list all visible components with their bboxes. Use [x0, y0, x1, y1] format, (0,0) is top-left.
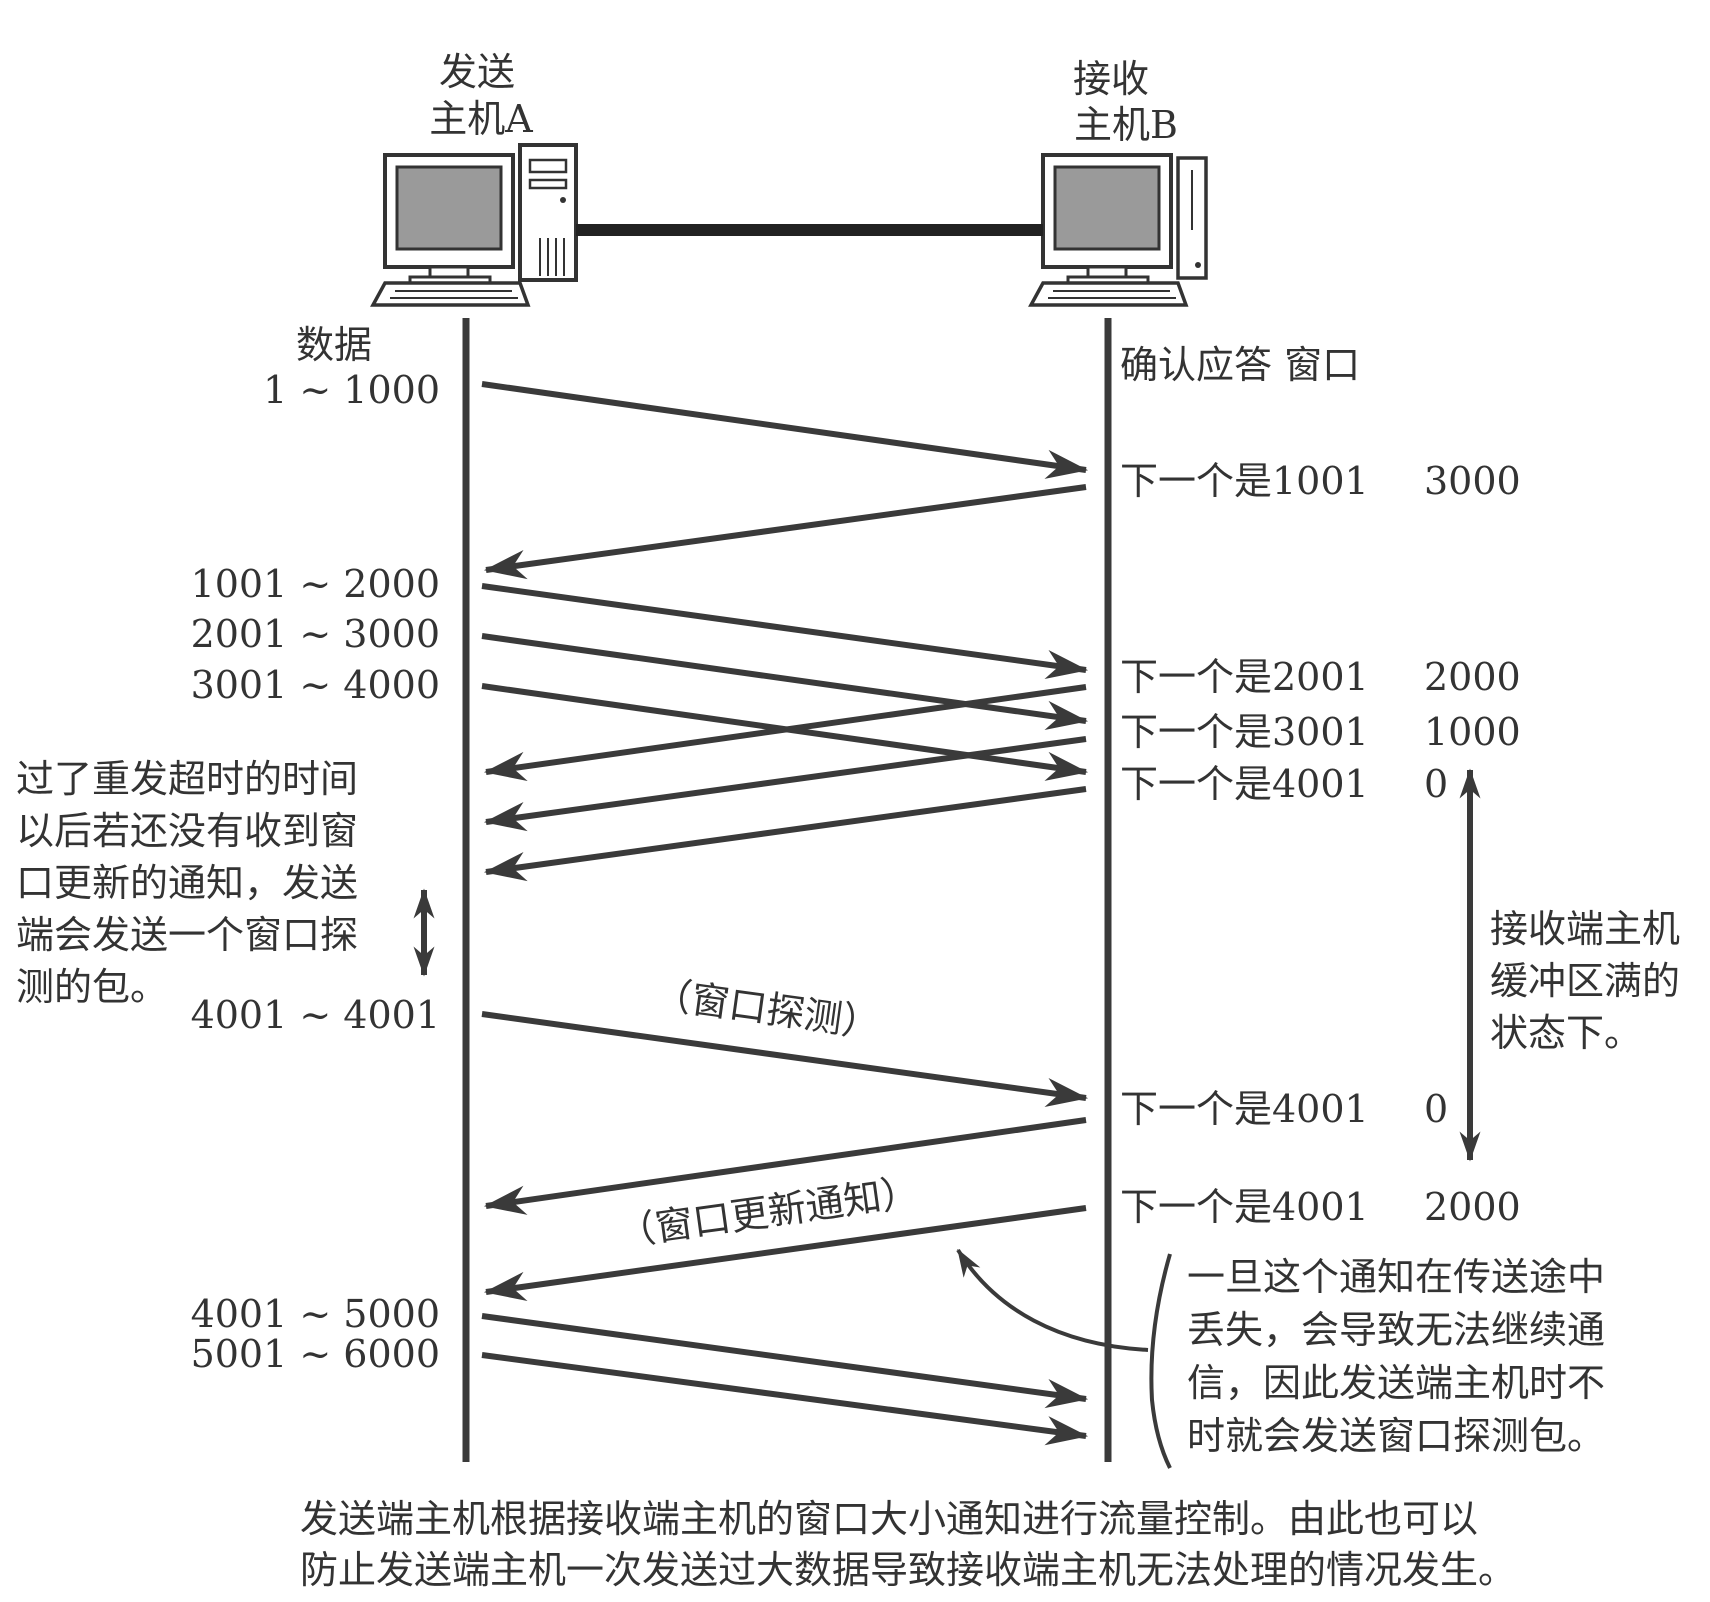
ack-label: 下一个是2001 [1120, 655, 1369, 699]
sender-computer-icon [370, 143, 578, 307]
data-arrow [481, 633, 1089, 730]
window-size-label: 3000 [1424, 459, 1521, 503]
receiver-label-line2: 主机B [1074, 103, 1178, 147]
ack-label: 下一个是4001 [1120, 762, 1369, 806]
ack-label: 下一个是1001 [1120, 459, 1369, 503]
ack-arrow [483, 786, 1087, 882]
note-line: 信，因此发送端主机时不 [1187, 1361, 1605, 1405]
note-line: 过了重发超时的时间 [16, 757, 358, 801]
note-line: 时就会发送窗口探测包。 [1187, 1414, 1605, 1458]
note-line: 一旦这个通知在传送途中 [1187, 1255, 1605, 1299]
sender-label-line1: 发送 [439, 50, 515, 94]
data-segment-label: 3001 ~ 4000 [191, 663, 440, 707]
data-segment-label: 2001 ~ 3000 [191, 612, 440, 656]
data-arrow [481, 583, 1089, 680]
note-line: 端会发送一个窗口探 [16, 913, 358, 957]
ack-arrow [483, 484, 1087, 580]
ack-label: 下一个是3001 [1120, 710, 1369, 754]
ack-label: 下一个是4001 [1120, 1087, 1369, 1131]
ack-label: 下一个是4001 [1120, 1185, 1369, 1229]
curved-pointer-arrow [956, 1248, 1149, 1352]
figure-caption: 发送端主机根据接收端主机的窗口大小通知进行流量控制。由此也可以 防止发送端主机一… [300, 1497, 1516, 1592]
note-line: 丢失，会导致无法继续通 [1187, 1308, 1605, 1352]
ack-arrow [483, 736, 1087, 832]
receiver-computer-icon [1028, 153, 1208, 307]
note-line: 口更新的通知，发送 [16, 861, 358, 905]
data-segment-label: 5001 ~ 6000 [191, 1332, 440, 1376]
window-size-label: 0 [1424, 1087, 1448, 1131]
data-column-header: 数据 [296, 323, 372, 367]
data-segment-label: 1001 ~ 2000 [191, 562, 440, 606]
note-line: 缓冲区满的 [1490, 959, 1680, 1003]
data-arrow [481, 381, 1089, 479]
note-line: 以后若还没有收到窗 [16, 809, 358, 853]
window-probe-label: （窗口探测） [651, 972, 883, 1047]
data-segment-label: 4001 ~ 4001 [191, 993, 440, 1037]
caption-line: 防止发送端主机一次发送过大数据导致接收端主机无法处理的情况发生。 [300, 1548, 1516, 1592]
note-bracket [1149, 1253, 1172, 1469]
message-arrows [481, 381, 1089, 1446]
data-arrow [481, 1313, 1089, 1409]
data-segment-label: 1 ~ 1000 [263, 368, 440, 412]
receiver-label-line1: 接收 [1073, 57, 1149, 101]
ack-window-column-header: 确认应答 窗口 [1120, 343, 1360, 387]
window-size-label: 2000 [1424, 655, 1521, 699]
ack-labels: 下一个是1001 3000 下一个是2001 2000 下一个是3001 100… [1120, 459, 1521, 1229]
data-arrow [481, 1352, 1089, 1446]
note-line: 状态下。 [1490, 1011, 1642, 1055]
note-line: 接收端主机 [1490, 907, 1680, 951]
ack-arrow [483, 684, 1087, 781]
caption-line: 发送端主机根据接收端主机的窗口大小通知进行流量控制。由此也可以 [300, 1497, 1478, 1541]
window-probe-arrow [481, 1011, 1089, 1108]
buffer-full-note: 接收端主机 缓冲区满的 状态下。 [1490, 907, 1680, 1055]
sender-label-line2: 主机A [429, 97, 533, 141]
data-segment-labels: 1 ~ 1000 1001 ~ 2000 2001 ~ 3000 3001 ~ … [191, 368, 440, 1376]
ack-arrow [483, 1117, 1087, 1215]
window-update-arrow [483, 1205, 1087, 1302]
timeout-note: 过了重发超时的时间 以后若还没有收到窗 口更新的通知，发送 端会发送一个窗口探 … [16, 757, 358, 1009]
window-size-label: 1000 [1424, 710, 1521, 754]
window-size-label: 0 [1424, 762, 1448, 806]
data-segment-label: 4001 ~ 5000 [191, 1292, 440, 1336]
lost-notification-note: 一旦这个通知在传送途中 丢失，会导致无法继续通 信，因此发送端主机时不 时就会发… [1187, 1255, 1605, 1458]
note-line: 测的包。 [16, 965, 168, 1009]
window-size-label: 2000 [1424, 1185, 1521, 1229]
